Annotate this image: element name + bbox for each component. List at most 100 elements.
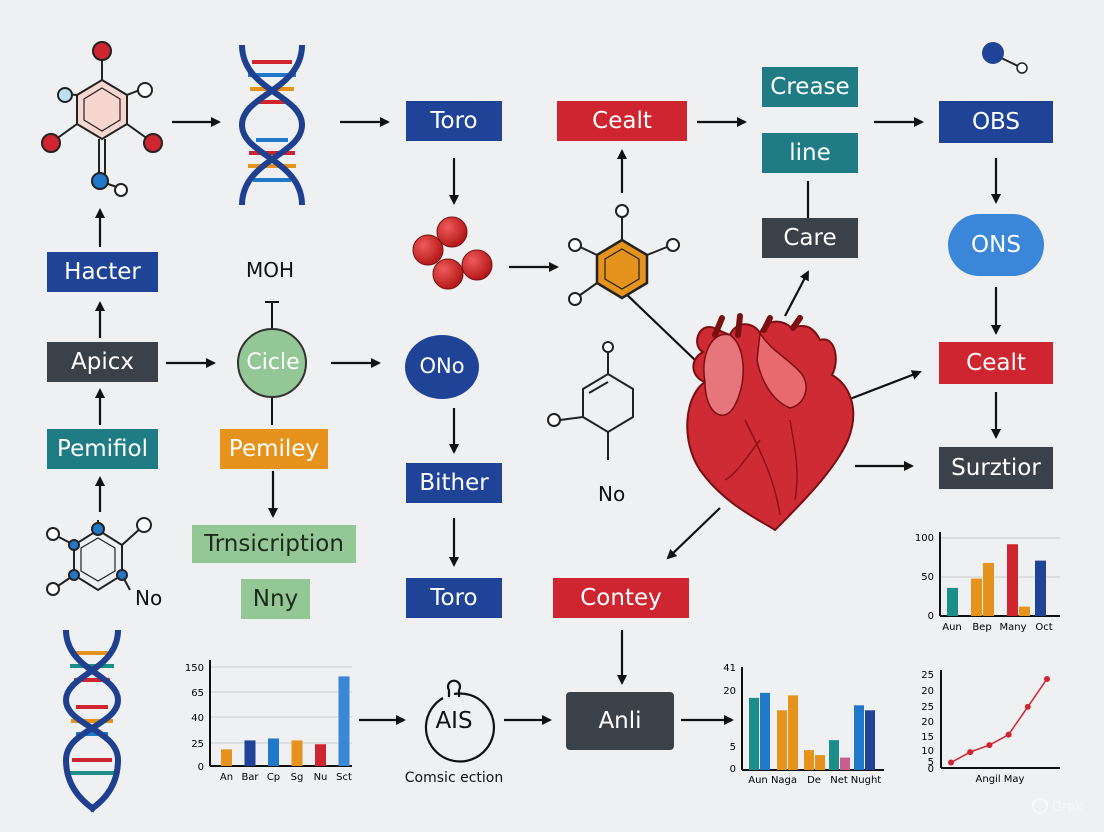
y-tick-label: 15 (921, 732, 934, 743)
heart-icon (686, 313, 855, 532)
bar-chart-3: 100 50 0 Aun Bep Many Oct (915, 532, 1060, 633)
y-tick-label: 0 (198, 762, 204, 773)
bar (815, 755, 825, 770)
y-tick-label: 40 (191, 713, 204, 724)
molecule-icon (41, 41, 163, 197)
bar (983, 562, 994, 616)
pemiley-node: Pemiley (220, 429, 328, 469)
cealt-top-node: Cealt (557, 101, 687, 141)
surztior-node: Surztior (939, 447, 1053, 489)
y-tick-label: 0 (928, 611, 934, 622)
bither-node: Bither (406, 463, 502, 503)
y-tick-label: 5 (928, 757, 934, 768)
obs-node: OBS (939, 101, 1053, 143)
x-tick-label: Sg (291, 772, 304, 783)
y-tick-label: 0 (928, 764, 934, 775)
bar (865, 710, 875, 770)
x-tick-label: Aun (942, 622, 962, 633)
x-tick-label: Bep (972, 622, 991, 633)
x-tick-label: Cp (267, 772, 280, 783)
arrows (95, 117, 1001, 725)
line-node: line (762, 133, 858, 173)
lightbulb-icon (424, 679, 496, 763)
y-tick-label: 25 (921, 702, 934, 713)
data-point (986, 742, 993, 749)
y-tick-label: 5 (730, 742, 736, 753)
x-tick-label: Nught (851, 775, 882, 786)
apicx-node: Apicx (47, 342, 158, 382)
bar (315, 744, 326, 766)
bar (777, 710, 787, 770)
x-tick-label: Sct (336, 772, 352, 783)
x-tick-label: Bar (241, 772, 259, 783)
bar (291, 740, 303, 766)
toro-bottom-node: Toro (406, 578, 502, 618)
y-tick-label: 150 (185, 663, 204, 674)
y-tick-label: 41 (723, 663, 736, 674)
ais-label: AIS (435, 708, 473, 734)
bar (1035, 560, 1046, 616)
x-tick-label: Nu (314, 772, 328, 783)
dna-helix-icon (62, 629, 122, 813)
data-point (1024, 703, 1031, 710)
x-tick-label: Aun (748, 775, 768, 786)
x-tick-label: De (807, 775, 821, 786)
molecule-icon (982, 42, 1028, 74)
y-tick-label: 100 (915, 533, 934, 544)
ons-node: ONS (948, 214, 1044, 276)
y-tick-label: 65 (191, 688, 204, 699)
bar (244, 740, 256, 766)
care-node: Care (762, 218, 858, 258)
toro-top-node: Toro (406, 101, 502, 141)
ais-caption: Comsic ection (404, 770, 504, 786)
bar (1019, 606, 1030, 616)
benzene-ring-icon (547, 341, 634, 460)
pemifiol-node: Pemifiol (47, 429, 158, 469)
contey-node: Contey (553, 578, 689, 618)
bar (854, 705, 864, 770)
chart-grid (210, 666, 352, 744)
y-tick-label: 25 (921, 670, 934, 681)
bar (268, 738, 279, 766)
x-tick-label: Oct (1035, 622, 1052, 633)
no-label: No (598, 482, 626, 506)
anli-node: Anli (566, 692, 674, 750)
y-tick-label: 50 (921, 572, 934, 583)
red-atom-cluster-icon (412, 216, 493, 290)
ono-node-shape (405, 335, 479, 399)
bar (749, 697, 759, 770)
bar (829, 740, 839, 770)
series-line (950, 678, 1048, 764)
ono-label: ONo (419, 354, 465, 378)
hacter-node: Hacter (47, 252, 158, 292)
y-tick-label: 20 (921, 686, 934, 697)
y-tick-label: 25 (191, 739, 204, 750)
cicle-label: Cicle (246, 350, 300, 375)
bar (1007, 544, 1018, 616)
bar (221, 749, 232, 766)
y-tick-label: 20 (921, 717, 934, 728)
molecule-icon (46, 517, 152, 596)
data-point (1005, 731, 1012, 738)
bar (338, 676, 350, 766)
bar (840, 757, 850, 770)
x-tick-label: Naga (771, 775, 797, 786)
cealt-right-node: Cealt (939, 342, 1053, 384)
moh-label: MOH (246, 258, 295, 282)
cicle-node (237, 301, 307, 425)
y-tick-label: 20 (723, 686, 736, 697)
x-tick-label: Many (999, 622, 1026, 633)
transcription-node: Trnsicription (192, 525, 356, 563)
line-chart: 25 20 25 20 15 10 5 0 Angil May (921, 670, 1060, 785)
x-axis-label: Angil May (976, 774, 1025, 785)
benzene-ring-icon (568, 204, 680, 306)
bar (760, 692, 770, 770)
nny-node: Nny (241, 579, 310, 619)
data-point (967, 749, 974, 756)
no-left-label: No (135, 586, 163, 610)
y-tick-label: 10 (921, 746, 934, 757)
y-tick-label: 0 (730, 764, 736, 775)
